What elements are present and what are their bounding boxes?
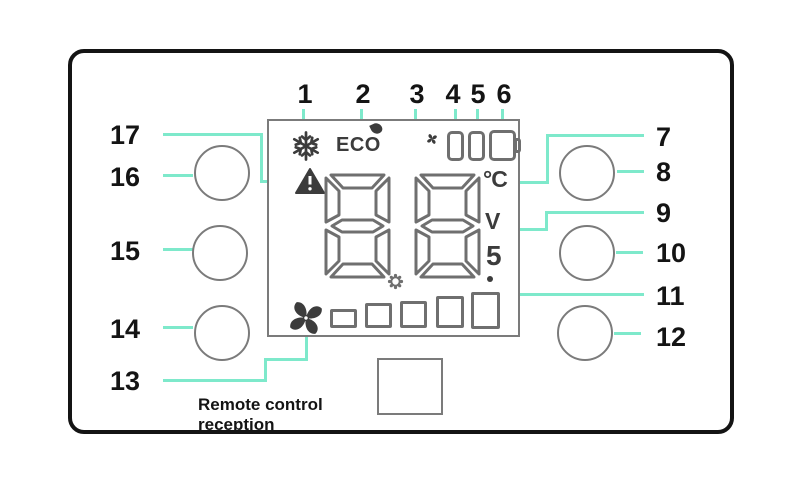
remote-receiver-window: [377, 358, 443, 415]
fan-speed-square-1: [330, 309, 357, 328]
fan-speed-square-5: [471, 292, 500, 329]
callout-line-17: [260, 133, 263, 183]
callout-line-7: [546, 134, 549, 184]
callout-14: 14: [109, 314, 140, 344]
callout-line-8: [617, 170, 644, 173]
remote-reception-label: Remote control reception: [198, 395, 323, 434]
callout-2: 2: [355, 79, 371, 109]
gear-dot-icon: [387, 273, 404, 290]
digit-8: [414, 173, 481, 279]
five-defrost-icon: 5: [486, 240, 502, 271]
callout-1: 1: [297, 79, 313, 109]
callout-line-9: [510, 228, 548, 231]
callout-line-13: [264, 358, 267, 382]
button-top-left: [194, 145, 250, 201]
callout-line-7: [546, 134, 644, 137]
battery-icon: [489, 130, 516, 161]
button-middle-right: [559, 225, 615, 281]
callout-line-13: [305, 333, 308, 361]
battery-icon: [514, 138, 521, 153]
warning-triangle-icon: [294, 167, 326, 195]
callout-7: 7: [656, 122, 672, 152]
callout-line-9: [545, 211, 644, 214]
callout-line-9: [545, 211, 548, 231]
button-top-right: [559, 145, 615, 201]
celsius-icon: °C: [483, 166, 508, 192]
callout-12: 12: [656, 322, 687, 352]
fan-speed-square-2: [365, 303, 392, 328]
callout-line-13: [163, 379, 267, 382]
callout-line-17: [163, 133, 263, 136]
callout-9: 9: [656, 198, 672, 228]
button-bottom-left: [194, 305, 250, 361]
callout-line-11: [505, 293, 644, 296]
seven-segment-display: [317, 172, 488, 280]
callout-line-10: [616, 251, 643, 254]
callout-11: 11: [656, 281, 685, 311]
digit-8: [324, 173, 391, 279]
callout-17: 17: [109, 120, 140, 150]
eco-indicator: ECO: [336, 134, 381, 156]
filter-bar-icon: [468, 131, 485, 161]
callout-10: 10: [656, 238, 687, 268]
fan-icon: [288, 300, 324, 336]
volt-icon: V: [485, 208, 501, 234]
callout-4: 4: [445, 79, 461, 109]
callout-6: 6: [496, 79, 512, 109]
callout-16: 16: [109, 162, 140, 192]
callout-line-14: [163, 326, 193, 329]
callout-line-13: [264, 358, 308, 361]
fan-speed-square-3: [400, 301, 427, 328]
callout-line-15: [163, 248, 193, 251]
device-frame: [68, 49, 734, 434]
callout-8: 8: [656, 157, 672, 187]
callout-5: 5: [470, 79, 486, 109]
five-defrost-dot-icon: [487, 276, 493, 282]
callout-15: 15: [109, 236, 140, 266]
fan-speed-square-4: [436, 296, 464, 328]
button-bottom-right: [557, 305, 613, 361]
sleep-moon-fan-icon: [404, 129, 442, 165]
callout-line-16: [163, 174, 193, 177]
callout-13: 13: [109, 366, 140, 396]
button-middle-left: [192, 225, 248, 281]
callout-line-7: [513, 181, 549, 184]
callout-line-12: [614, 332, 641, 335]
filter-bar-icon: [447, 131, 464, 161]
snowflake-icon: [290, 130, 322, 162]
callout-3: 3: [409, 79, 425, 109]
